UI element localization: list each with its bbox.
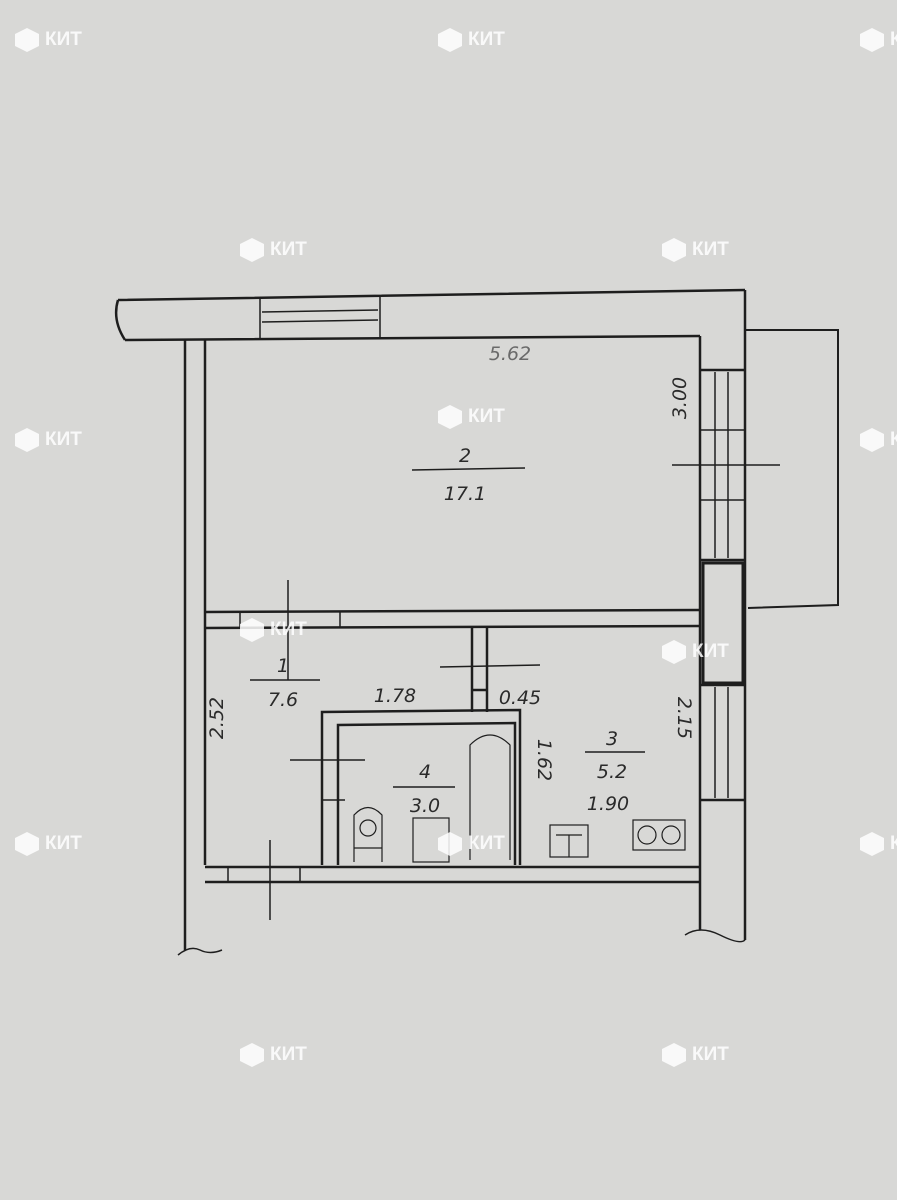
dim-hall-width: 1.78 [374,685,416,707]
right-wall [698,336,745,930]
kit-logo-icon [438,28,462,52]
right-wall-end [684,929,746,943]
bottom-wall [205,840,700,920]
room-2-number: 2 [459,445,471,467]
room-4-area: 3.0 [410,795,440,817]
kit-logo-icon [662,1043,686,1067]
bathtub-icon [469,734,511,860]
right-wall-pier [701,561,745,685]
kit-watermark: КИТ [662,238,729,262]
watermark-text: КИТ [45,833,82,854]
watermark-text: КИТ [692,1044,729,1065]
dim-room2-depth: 3.00 [669,377,691,419]
kit-logo-icon [662,640,686,664]
watermark-text: КИТ [692,641,729,662]
right-window-upper [672,372,780,558]
watermark-text: КИТ [890,833,897,854]
room-1-area: 7.6 [268,689,298,711]
watermark-text: КИТ [270,1044,307,1065]
kit-logo-icon [860,428,884,452]
kit-watermark: КИТ [15,832,82,856]
watermark-text: КИТ [270,239,307,260]
kit-watermark: КИТ [860,832,897,856]
kit-watermark: КИТ [438,28,505,52]
dim-bath-depth: 1.62 [533,739,555,781]
room-3-area: 5.2 [597,761,627,783]
kit-logo-icon [662,238,686,262]
room-2-divider [411,467,526,471]
toilet-icon [353,806,383,862]
kit-logo-icon [240,238,264,262]
kit-watermark: КИТ [438,405,505,429]
kit-watermark: КИТ [662,1043,729,1067]
watermark-text: КИТ [890,29,897,50]
vent-shaft [439,628,541,712]
balcony [745,329,839,609]
kit-logo-icon [15,832,39,856]
top-wall [114,288,747,940]
watermark-text: КИТ [692,239,729,260]
kit-watermark: КИТ [240,1043,307,1067]
kit-logo-icon [438,405,462,429]
stove-icon [632,819,686,851]
kit-logo-icon [860,28,884,52]
kit-logo-icon [240,1043,264,1067]
kitchen-sink-icon [549,824,589,858]
dim-hall-depth: 2.52 [206,697,228,739]
left-wall [177,340,223,956]
room-1-number: 1 [277,655,289,677]
bathroom-walls [290,708,522,865]
kit-logo-icon [15,28,39,52]
kit-watermark: КИТ [240,618,307,642]
top-window [259,296,381,338]
kit-logo-icon [15,428,39,452]
watermark-text: КИТ [270,619,307,640]
kit-logo-icon [240,618,264,642]
dim-kitchen-depth: 2.15 [673,697,695,739]
kit-watermark: КИТ [15,428,82,452]
watermark-text: КИТ [45,429,82,450]
kit-logo-icon [860,832,884,856]
watermark-text: КИТ [468,406,505,427]
dim-room2-width: 5.62 [489,343,531,365]
kit-watermark: КИТ [438,832,505,856]
room-4-number: 4 [419,761,431,783]
kit-watermark: КИТ [15,28,82,52]
kit-watermark: КИТ [662,640,729,664]
watermark-text: КИТ [890,429,897,450]
right-window-lower [714,687,729,798]
room-2-area: 17.1 [444,483,486,505]
room-3-number: 3 [606,728,618,750]
dim-kitchen-width: 1.90 [587,793,629,815]
kit-watermark: КИТ [860,428,897,452]
kit-watermark: КИТ [860,28,897,52]
watermark-text: КИТ [45,29,82,50]
watermark-text: КИТ [468,29,505,50]
watermark-text: КИТ [468,833,505,854]
kit-logo-icon [438,832,462,856]
dim-vent-width: 0.45 [499,687,541,709]
kit-watermark: КИТ [240,238,307,262]
